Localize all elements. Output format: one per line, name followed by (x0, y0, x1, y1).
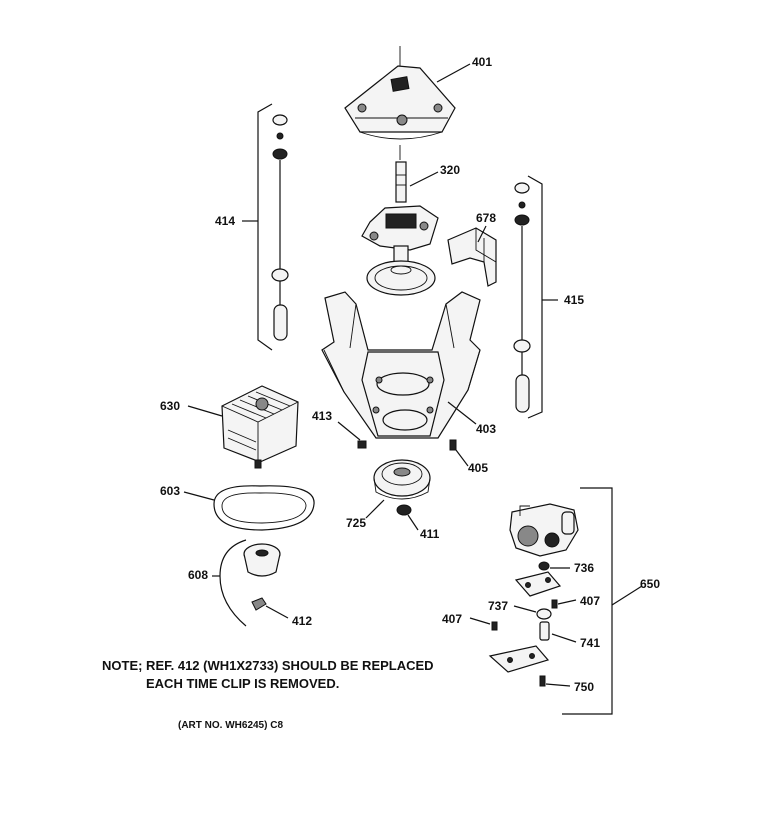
callout-403: 403 (476, 422, 496, 436)
replacement-note: NOTE; REF. 412 (WH1X2733) SHOULD BE REPL… (102, 658, 434, 691)
callout-678: 678 (476, 211, 496, 225)
part-630-motor (187, 385, 299, 469)
part-411-nut (396, 504, 419, 531)
callout-608: 608 (188, 568, 208, 582)
part-403-mounting-base (321, 291, 481, 439)
part-407-screw-left (469, 617, 498, 631)
callout-650: 650 (640, 577, 660, 591)
callout-737: 737 (488, 599, 508, 613)
callout-725: 725 (346, 516, 366, 530)
part-415-suspension-rod (513, 175, 558, 419)
part-412-clip (251, 597, 289, 619)
part-737-grommet (513, 605, 552, 620)
callout-750: 750 (574, 680, 594, 694)
part-405-screw (449, 439, 469, 467)
part-603-belt (183, 485, 315, 531)
part-741-plug (539, 621, 577, 643)
callout-414: 414 (215, 214, 235, 228)
callout-411: 411 (420, 527, 440, 541)
part-725-pulley (365, 459, 431, 519)
part-678-bracket (447, 225, 497, 287)
note-line-2: EACH TIME CLIP IS REMOVED. (146, 676, 339, 691)
part-320-transmission (361, 161, 439, 296)
callout-407-right: 407 (580, 594, 600, 608)
callout-736: 736 (574, 561, 594, 575)
motor-fan-grille (231, 391, 291, 419)
part-407-screw-right (551, 599, 577, 609)
callout-labels: 401 320 414 678 415 630 413 403 405 603 … (160, 55, 660, 694)
callout-407-left: 407 (442, 612, 462, 626)
callout-630: 630 (160, 399, 180, 413)
part-750-screw (539, 675, 571, 687)
callout-741: 741 (580, 636, 600, 650)
part-414-suspension-rod (242, 103, 289, 351)
callout-405: 405 (468, 461, 488, 475)
note-line-1: NOTE; REF. 412 (WH1X2733) SHOULD BE REPL… (102, 658, 434, 673)
callout-415: 415 (564, 293, 584, 307)
callout-412: 412 (292, 614, 312, 628)
part-413-nut (337, 421, 367, 449)
callout-413: 413 (312, 409, 332, 423)
callout-603: 603 (160, 484, 180, 498)
part-401-cover (344, 46, 471, 160)
part-608-pulley-kit (212, 539, 281, 627)
pump-mount-plate (514, 571, 562, 597)
art-number: (ART NO. WH6245) C8 (178, 720, 283, 731)
part-650-pump-assembly (509, 487, 643, 715)
part-736-fitting (538, 561, 570, 571)
callout-320: 320 (440, 163, 460, 177)
pump-lower-bracket (488, 645, 550, 673)
callout-401: 401 (472, 55, 492, 69)
